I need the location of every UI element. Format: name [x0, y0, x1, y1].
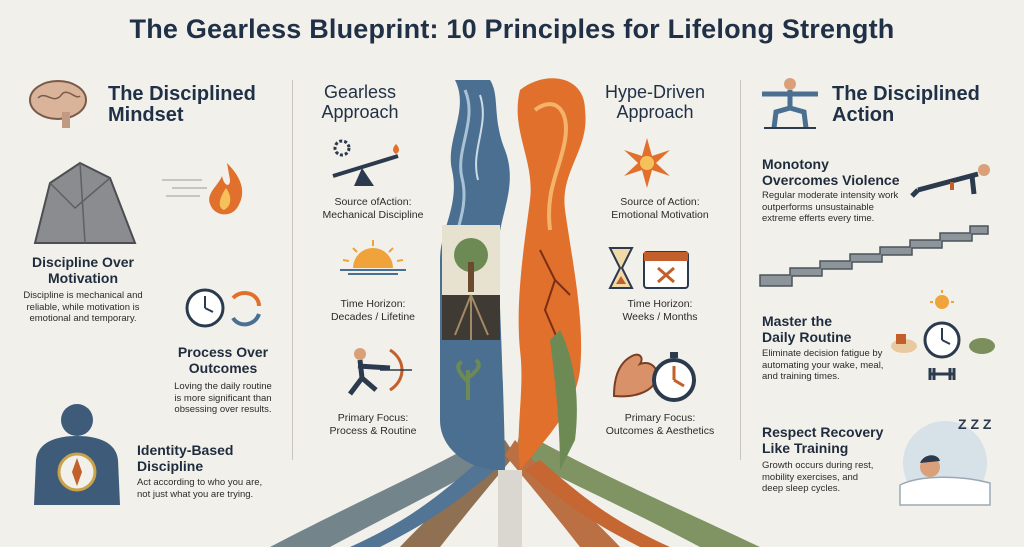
- hype-title-line2: Approach: [616, 102, 694, 122]
- mindset-title-line2: Mindset: [108, 104, 184, 126]
- muscle-stopwatch-icon: [612, 352, 696, 402]
- process-heading-line2: Outcomes: [188, 360, 258, 376]
- hype-focus-value: Outcomes & Aesthetics: [605, 425, 715, 437]
- recovery-text-line3: deep sleep cycles.: [762, 483, 841, 494]
- monotony-heading-line2: Overcomes Violence: [762, 172, 900, 188]
- gearless-focus-label: Primary Focus:: [337, 412, 409, 424]
- clock-cycle-icon: [185, 288, 261, 328]
- hype-source-label: Source of Action:: [620, 196, 700, 208]
- identity-text: Act according to who you are, not just w…: [137, 477, 289, 500]
- process-text-line3: obsessing over results.: [174, 404, 272, 415]
- recovery-heading: Respect Recovery Like Training: [762, 424, 912, 456]
- process-text-line1: Loving the daily routine: [174, 381, 272, 392]
- gearless-title: Gearless Approach: [305, 82, 415, 122]
- divider-right: [740, 80, 741, 460]
- identity-text-line1: Act according to who you are,: [137, 477, 263, 488]
- discipline-text-line1: Discipline is mechanical and: [23, 290, 143, 301]
- identity-heading-line1: Identity-Based: [137, 442, 234, 458]
- gearless-source: Source ofAction: Mechanical Discipline: [308, 196, 438, 222]
- monotony-text-line2: outperforms unsustainable: [762, 201, 874, 213]
- recovery-text-line1: Growth occurs during rest,: [762, 460, 874, 471]
- gearless-horizon: Time Horizon: Decades / Lifetine: [308, 298, 438, 324]
- page-title: The Gearless Blueprint: 10 Principles fo…: [129, 14, 895, 44]
- routine-text: Eliminate decision fatigue by automating…: [762, 348, 892, 383]
- process-heading-line1: Process Over: [177, 344, 269, 360]
- staircase-icon: [759, 225, 989, 287]
- gearless-focus: Primary Focus: Process & Routine: [308, 412, 438, 438]
- routine-heading-line2: Daily Routine: [762, 329, 852, 345]
- action-title-line1: The Disciplined: [832, 83, 980, 105]
- monotony-text: Regular moderate intensity work outperfo…: [762, 190, 922, 225]
- routine-text-line1: Eliminate decision fatigue by: [762, 348, 883, 359]
- hype-title-line1: Hype-Driven: [604, 82, 706, 102]
- monotony-heading: Monotony Overcomes Violence: [762, 156, 912, 188]
- gear-seesaw-icon: [332, 139, 399, 186]
- sleep-zzz-icon: Z Z Z: [958, 416, 992, 432]
- discipline-text-line2: reliable, while motivation is: [26, 301, 140, 313]
- hype-source: Source of Action: Emotional Motivation: [590, 196, 730, 222]
- discipline-heading: Discipline Over Motivation: [18, 254, 148, 286]
- gearless-focus-value: Process & Routine: [329, 425, 417, 437]
- hourglass-calendar-icon: [608, 247, 689, 289]
- hype-focus-label: Primary Focus:: [624, 412, 696, 424]
- squat-figure-icon: [762, 78, 818, 129]
- daily-routine-icon: [891, 290, 995, 380]
- gearless-title-line1: Gearless: [323, 82, 397, 102]
- burst-icon: [624, 138, 670, 188]
- process-heading: Process Over Outcomes: [158, 344, 288, 376]
- hype-horizon: Time Horizon: Weeks / Months: [590, 298, 730, 324]
- brain-icon: [29, 80, 87, 128]
- recovery-heading-line1: Respect Recovery: [762, 424, 884, 440]
- hype-title: Hype-Driven Approach: [590, 82, 720, 122]
- identity-text-line2: not just what you are trying.: [137, 488, 254, 500]
- gearless-title-line2: Approach: [321, 102, 399, 122]
- hype-source-value: Emotional Motivation: [611, 209, 709, 221]
- monotony-text-line3: extreme efferts every time.: [762, 213, 875, 224]
- gearless-horizon-label: Time Horizon:: [340, 298, 406, 310]
- monotony-heading-line1: Monotony: [762, 156, 829, 172]
- gearless-source-label: Source ofAction:: [334, 196, 412, 208]
- fire-icon: [162, 163, 243, 215]
- roots-icon: [270, 430, 760, 547]
- routine-text-line3: and training times.: [762, 371, 840, 382]
- hype-horizon-value: Weeks / Months: [622, 311, 698, 323]
- routine-heading: Master the Daily Routine: [762, 313, 912, 345]
- gearless-horizon-value: Decades / Lifetine: [330, 311, 416, 323]
- hype-focus: Primary Focus: Outcomes & Aesthetics: [580, 412, 740, 438]
- pushup-icon: [910, 164, 990, 198]
- person-compass-icon: [34, 404, 120, 505]
- action-title: The Disciplined Action: [832, 84, 980, 126]
- discipline-heading-line1: Discipline Over: [32, 254, 134, 270]
- identity-heading: Identity-Based Discipline: [137, 442, 277, 474]
- process-text: Loving the daily routine is more signifi…: [158, 381, 288, 416]
- sunrise-icon: [340, 240, 406, 275]
- routine-text-line2: automating your wake, meal,: [762, 359, 884, 371]
- divider-left: [292, 80, 293, 460]
- archer-icon: [348, 348, 412, 396]
- discipline-text-line3: emotional and temporary.: [29, 313, 137, 324]
- process-text-line2: is more significant than: [174, 392, 272, 404]
- identity-heading-line2: Discipline: [137, 458, 204, 474]
- mindset-title-line1: The Disciplined: [108, 83, 256, 105]
- hype-horizon-label: Time Horizon:: [627, 298, 693, 310]
- recovery-text-line2: mobility exercises, and: [762, 471, 859, 483]
- discipline-heading-line2: Motivation: [48, 270, 118, 286]
- recovery-heading-line2: Like Training: [762, 440, 849, 456]
- monotony-text-line1: Regular moderate intensity work: [762, 190, 899, 201]
- action-title-line2: Action: [832, 104, 895, 126]
- sleeping-person-icon: [899, 421, 991, 506]
- mindset-title: The Disciplined Mindset: [108, 84, 256, 126]
- recovery-text: Growth occurs during rest, mobility exer…: [762, 460, 892, 495]
- discipline-text: Discipline is mechanical and reliable, w…: [16, 290, 150, 325]
- gearless-source-value: Mechanical Discipline: [322, 209, 424, 221]
- rock-icon: [33, 161, 137, 244]
- routine-heading-line1: Master the: [762, 313, 833, 329]
